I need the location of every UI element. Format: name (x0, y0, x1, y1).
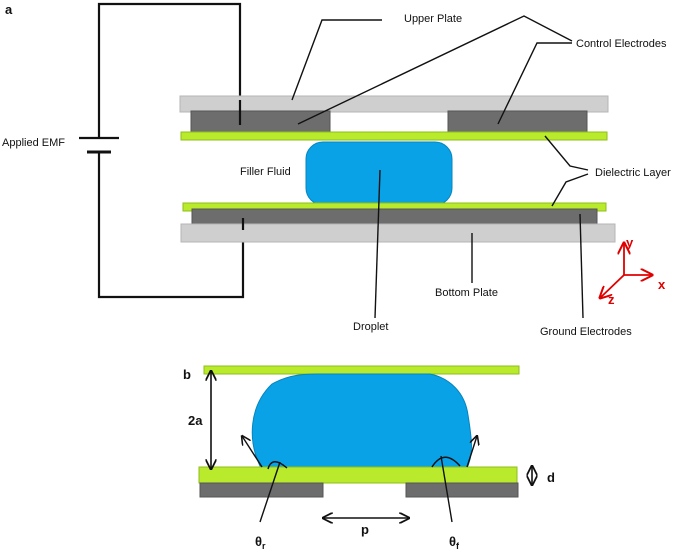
label-droplet: Droplet (353, 321, 388, 333)
label-gap-height: 2a (188, 413, 203, 428)
label-bottom-plate: Bottom Plate (435, 287, 498, 299)
upper-dielectric-layer (180, 131, 608, 141)
label-control-electrodes: Control Electrodes (576, 38, 667, 50)
label-dielectric-layer: Dielectric Layer (595, 167, 671, 179)
panel-b-upper-dielectric (203, 365, 520, 375)
panel-b-lower-dielectric (198, 466, 518, 484)
label-dielectric-thickness: d (547, 470, 555, 485)
coordinate-axes (600, 243, 652, 298)
leader-ground-electrodes (579, 213, 584, 319)
label-applied-emf: Applied EMF (2, 137, 65, 149)
control-electrode-right (447, 110, 588, 134)
advancing-tangent-arrow (466, 436, 477, 468)
label-advancing-angle: θf (449, 534, 460, 550)
receding-tangent-arrow (242, 436, 263, 468)
leader-upper-plate (291, 19, 382, 101)
panel-b-electrode-right (405, 482, 519, 498)
upper-plate (179, 95, 609, 113)
leader-droplet (374, 169, 381, 319)
panel-b-letter: b (183, 367, 191, 382)
axis-label-y: y (626, 235, 634, 250)
panel-b-angle-marks (242, 436, 477, 523)
axis-label-x: x (658, 277, 666, 292)
emf-circuit (79, 2, 245, 299)
advancing-angle-arc (431, 456, 461, 468)
label-filler-fluid: Filler Fluid (240, 166, 291, 178)
upper-circuit-wire (97, 2, 242, 138)
panel-b-dimensions (211, 371, 532, 518)
control-electrode-left (190, 110, 331, 134)
leader-advancing-angle (440, 455, 453, 523)
leader-dielectric-lower (551, 173, 589, 207)
ground-electrode (191, 208, 598, 225)
panel-b-electrode-left (199, 482, 324, 498)
lower-circuit-wire (97, 152, 245, 299)
panel-a-leaders (291, 15, 589, 319)
label-electrode-pitch: p (361, 522, 369, 537)
label-upper-plate: Upper Plate (404, 13, 462, 25)
leader-receding-angle (259, 461, 281, 523)
z-axis-arrow (600, 274, 625, 298)
receding-angle-arc (267, 461, 288, 470)
bottom-plate (180, 223, 616, 243)
leader-control-electrode-left (297, 15, 573, 125)
leader-control-electrode-right (497, 42, 572, 125)
leader-dielectric-upper (544, 135, 589, 171)
axis-label-z: z (608, 292, 615, 307)
label-ground-electrodes: Ground Electrodes (540, 326, 632, 338)
panel-a-letter: a (5, 2, 13, 17)
label-receding-angle: θr (255, 534, 266, 550)
panel-b-droplet (251, 373, 472, 471)
